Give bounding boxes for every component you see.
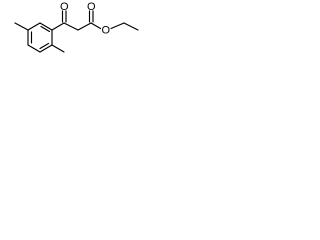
- ch2-ester-bond: [77, 22, 92, 31]
- atom-labels-group: O O O: [60, 1, 111, 37]
- ketone-ch2-bond: [63, 22, 79, 31]
- ring-bond-c6-c1: [27, 44, 41, 53]
- molecule-structure: O O O: [14, 1, 139, 53]
- ring-bond-c2-c3: [27, 22, 41, 31]
- ring-bond-c5-c6: [39, 44, 53, 53]
- ethoxy-bond: [110, 22, 125, 30]
- ring-bond-c3-c4: [39, 22, 53, 31]
- ring-inner-double-bond-bottom: [39, 42, 50, 50]
- bonds-group: [14, 10, 139, 53]
- ester-oxygen-label: O: [102, 25, 111, 37]
- ester-carbonyl-oxygen-label: O: [87, 1, 96, 13]
- aryl-ketone-bond: [51, 22, 65, 31]
- methyl-bond-right: [51, 44, 65, 53]
- ester-single-bond: [90, 22, 102, 30]
- carbonyl-oxygen-label: O: [60, 1, 69, 13]
- ethyl-bond: [123, 22, 139, 31]
- ring-inner-double-bond-top: [40, 25, 51, 33]
- methyl-bond-left: [14, 22, 29, 31]
